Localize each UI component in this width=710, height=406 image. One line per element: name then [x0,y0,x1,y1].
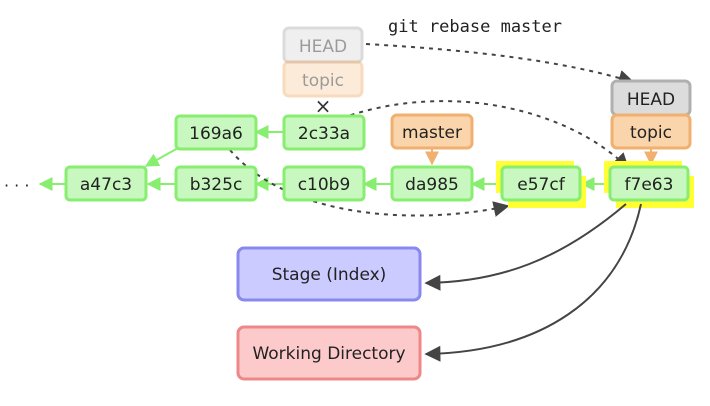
commit-2c33a[interactable]: 2c33a [282,114,366,151]
master-label: master [402,123,462,143]
new-head-label: HEAD [627,90,675,110]
commit-f7e63[interactable]: f7e63 [604,161,694,208]
commit-f7e63-label: f7e63 [625,175,674,195]
arrow-f7e63-to-working [424,203,642,362]
new-topic-label: topic [630,123,672,143]
checkout-arrows [424,203,642,362]
commit-b325c[interactable]: b325c [174,165,258,202]
move-head-arrow [365,43,635,86]
rebase-moves [229,43,635,217]
commit-169a6[interactable]: 169a6 [174,114,258,151]
history-ellipsis: · · · [4,176,29,195]
commit-2c33a-label: 2c33a [298,124,350,144]
new-topic-ref[interactable]: topic [610,113,692,150]
commit-da985[interactable]: da985 [390,165,474,202]
stage-index-box[interactable]: Stage (Index) [236,246,422,302]
commit-e57cf-label: e57cf [517,175,565,195]
old-head-ref: HEAD [282,26,364,64]
move-169a6-arrow [229,149,510,217]
move-2c33a-arrow [341,100,630,170]
commit-a47c3[interactable]: a47c3 [64,165,148,202]
old-topic-ref: topic [282,60,364,98]
commit-b325c-label: b325c [190,175,243,195]
detached-cross-icon: × [315,94,332,118]
commit-da985-label: da985 [405,175,459,195]
commit-e57cf[interactable]: e57cf [496,161,586,208]
old-topic-label: topic [302,71,344,91]
link-169a6-a47c3 [144,147,179,167]
master-ref[interactable]: master [390,113,474,150]
old-head-label: HEAD [299,37,347,57]
stage-label: Stage (Index) [272,265,387,285]
command-text: git rebase master [388,17,562,37]
new-head-ref[interactable]: HEAD [610,79,692,117]
working-directory-box[interactable]: Working Directory [236,325,422,381]
commit-c10b9[interactable]: c10b9 [282,165,366,202]
arrow-f7e63-to-stage [424,203,627,291]
commit-169a6-label: 169a6 [189,124,243,144]
commit-c10b9-label: c10b9 [298,175,351,195]
working-label: Working Directory [252,344,405,364]
commit-a47c3-label: a47c3 [80,175,132,195]
